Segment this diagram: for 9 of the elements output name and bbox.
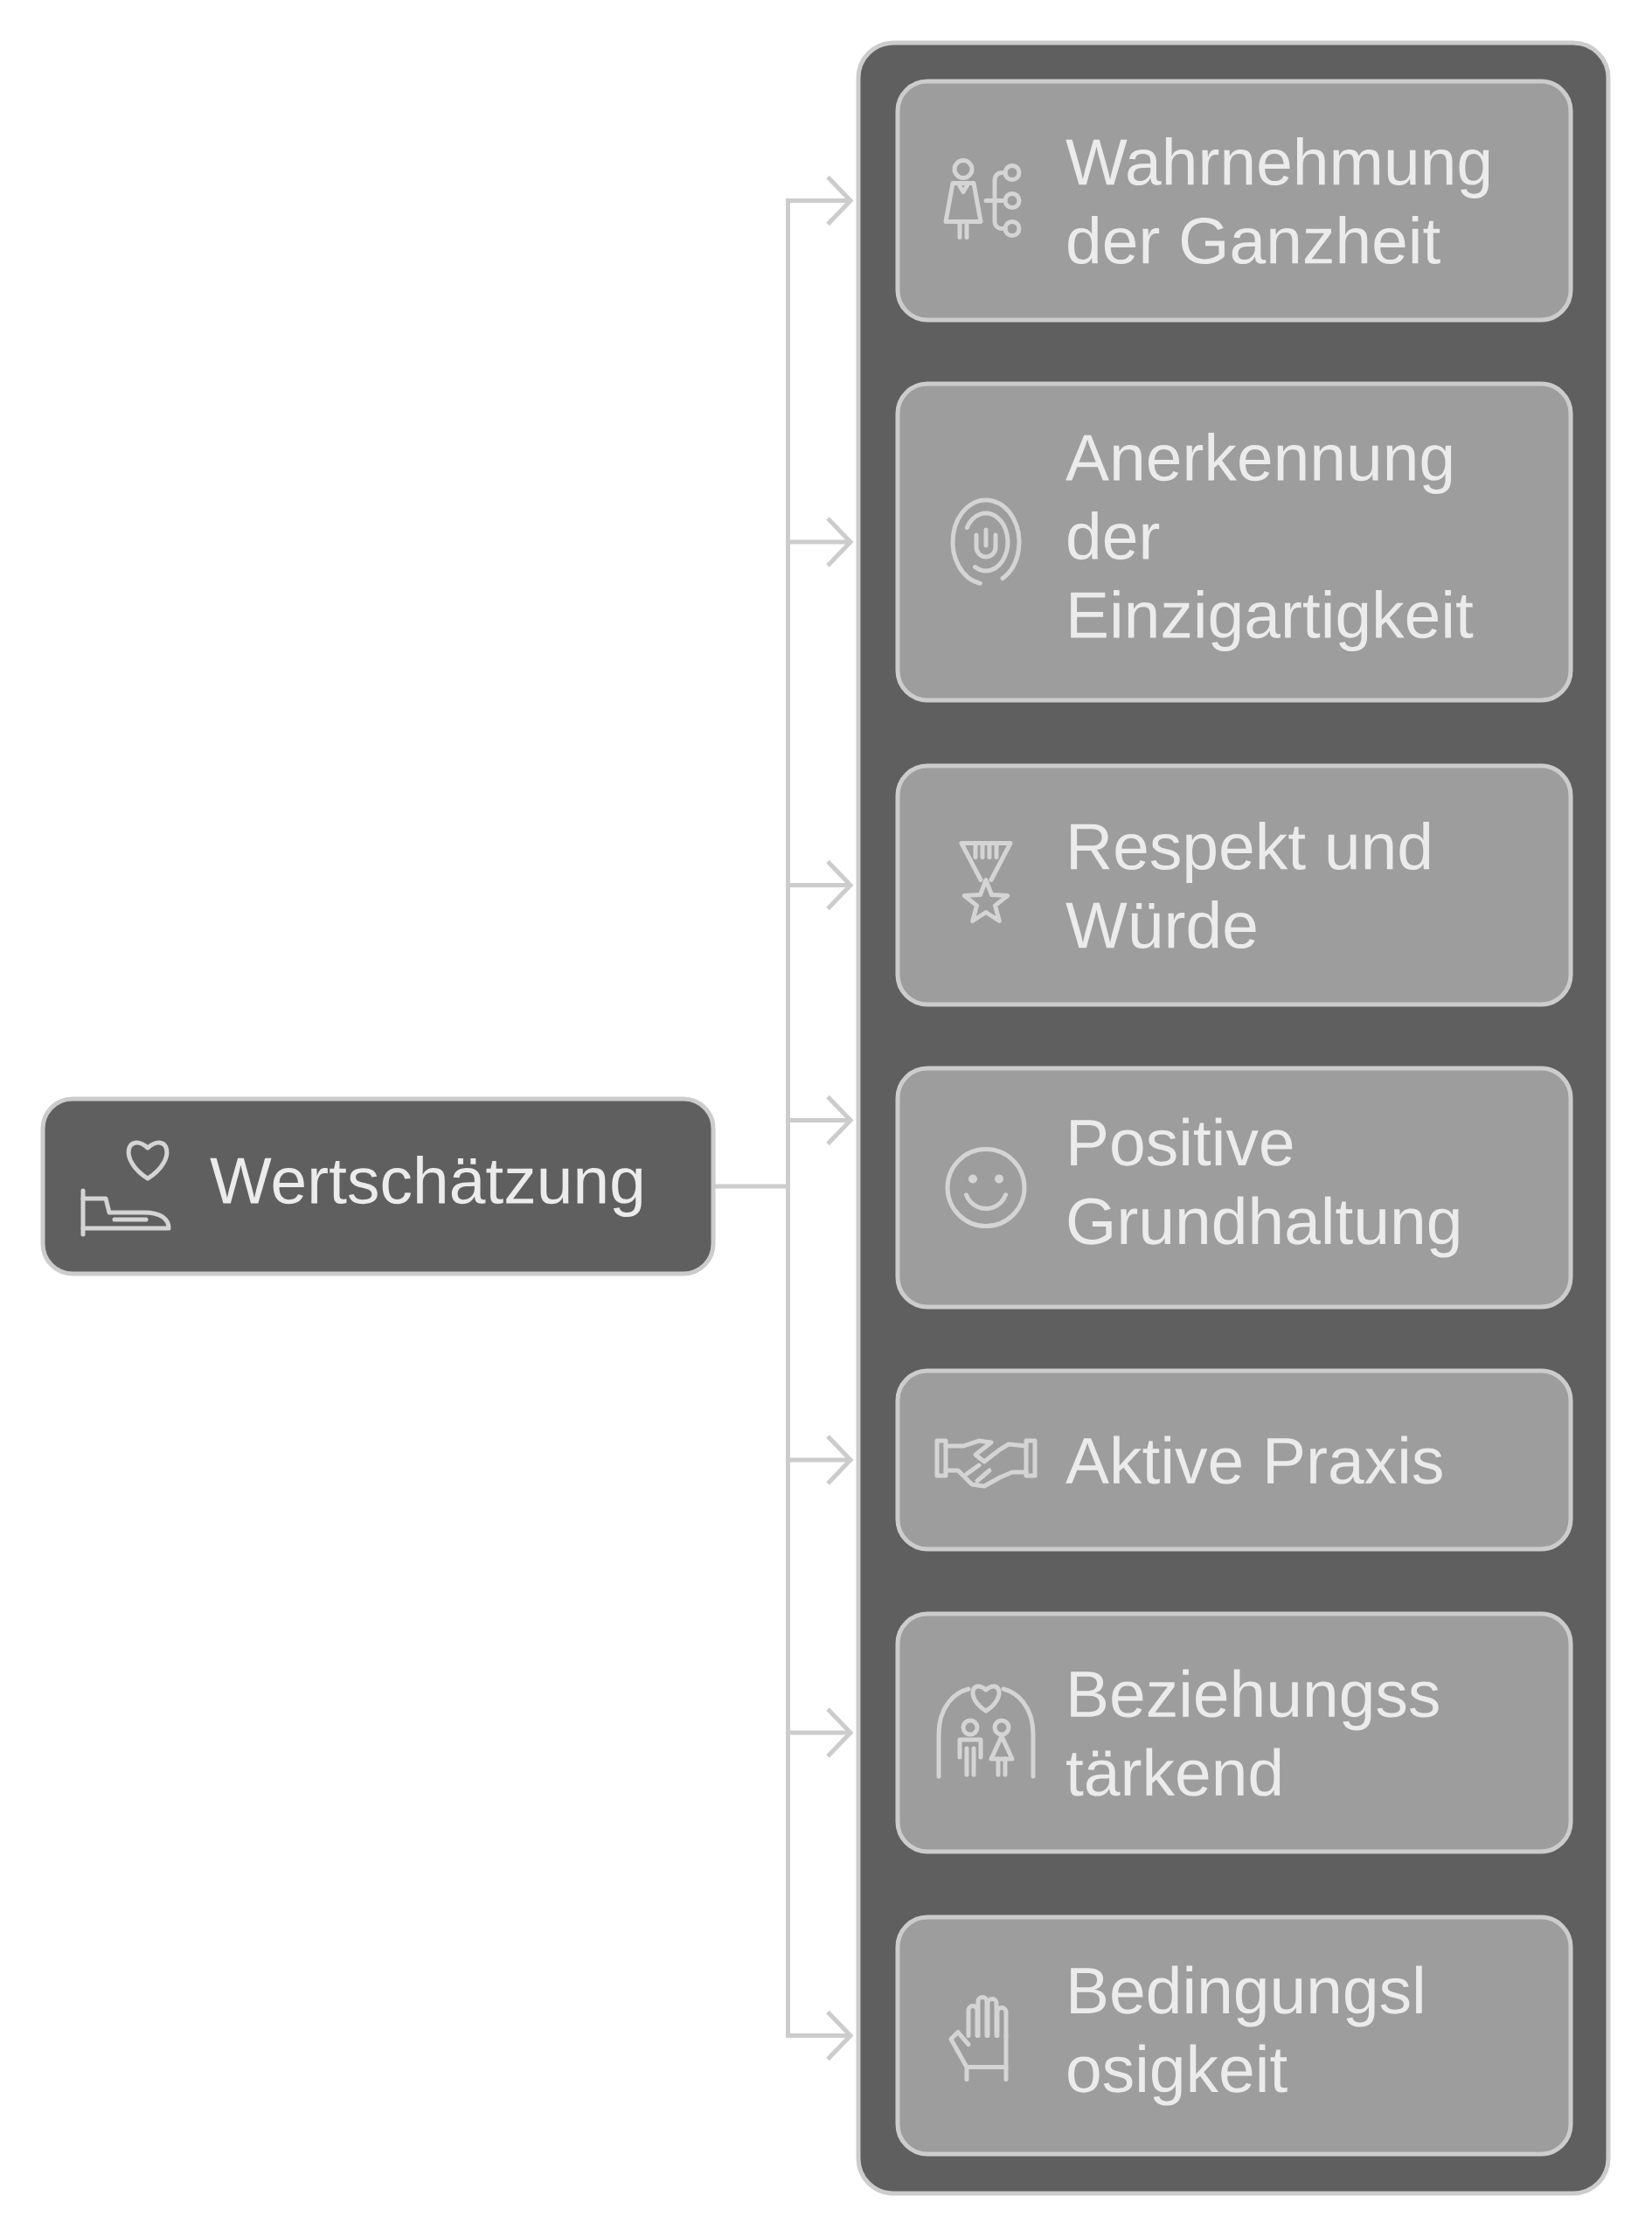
item-box: Positive Grundhaltung: [895, 1066, 1573, 1310]
item-box: Aktive Praxis: [895, 1368, 1573, 1552]
item-box: Wahrnehmung der Ganzheit: [895, 79, 1573, 323]
connector-line: [713, 198, 790, 2038]
topic-box: Wertschätzung: [40, 1096, 716, 1276]
item-box: Bedingungsl osigkeit: [895, 1915, 1573, 2157]
item-box: Anerkennung der Einzigartigkeit: [895, 381, 1573, 703]
item-box: Beziehungss tärkend: [895, 1611, 1573, 1854]
item-box: Respekt und Würde: [895, 763, 1573, 1007]
